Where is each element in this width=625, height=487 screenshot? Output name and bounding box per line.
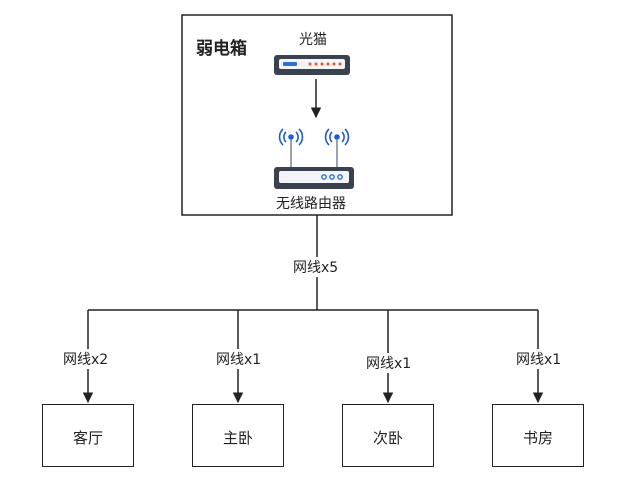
- room-name: 书房: [522, 429, 553, 447]
- cable-label-master-bedroom: 网线x1: [214, 349, 264, 369]
- cable-label-second-bedroom: 网线x1: [364, 353, 414, 373]
- wireless-router-icon: [274, 128, 354, 189]
- panel-title: 弱电箱: [196, 39, 247, 59]
- cable-label-study: 网线x1: [514, 349, 564, 369]
- room-box-second-bedroom: 次卧: [342, 404, 434, 467]
- room-box-living-room: 客厅: [42, 404, 134, 467]
- room-name: 次卧: [372, 429, 403, 447]
- optical-modem-icon: [274, 55, 350, 75]
- room-name: 客厅: [72, 429, 103, 447]
- room-name: 主卧: [222, 429, 253, 447]
- room-box-master-bedroom: 主卧: [192, 404, 284, 467]
- router-label: 无线路由器: [274, 193, 348, 213]
- trunk-cable-label: 网线x5: [291, 257, 341, 277]
- cable-label-living-room: 网线x2: [61, 349, 111, 369]
- modem-label: 光猫: [297, 29, 329, 49]
- room-box-study: 书房: [492, 404, 584, 467]
